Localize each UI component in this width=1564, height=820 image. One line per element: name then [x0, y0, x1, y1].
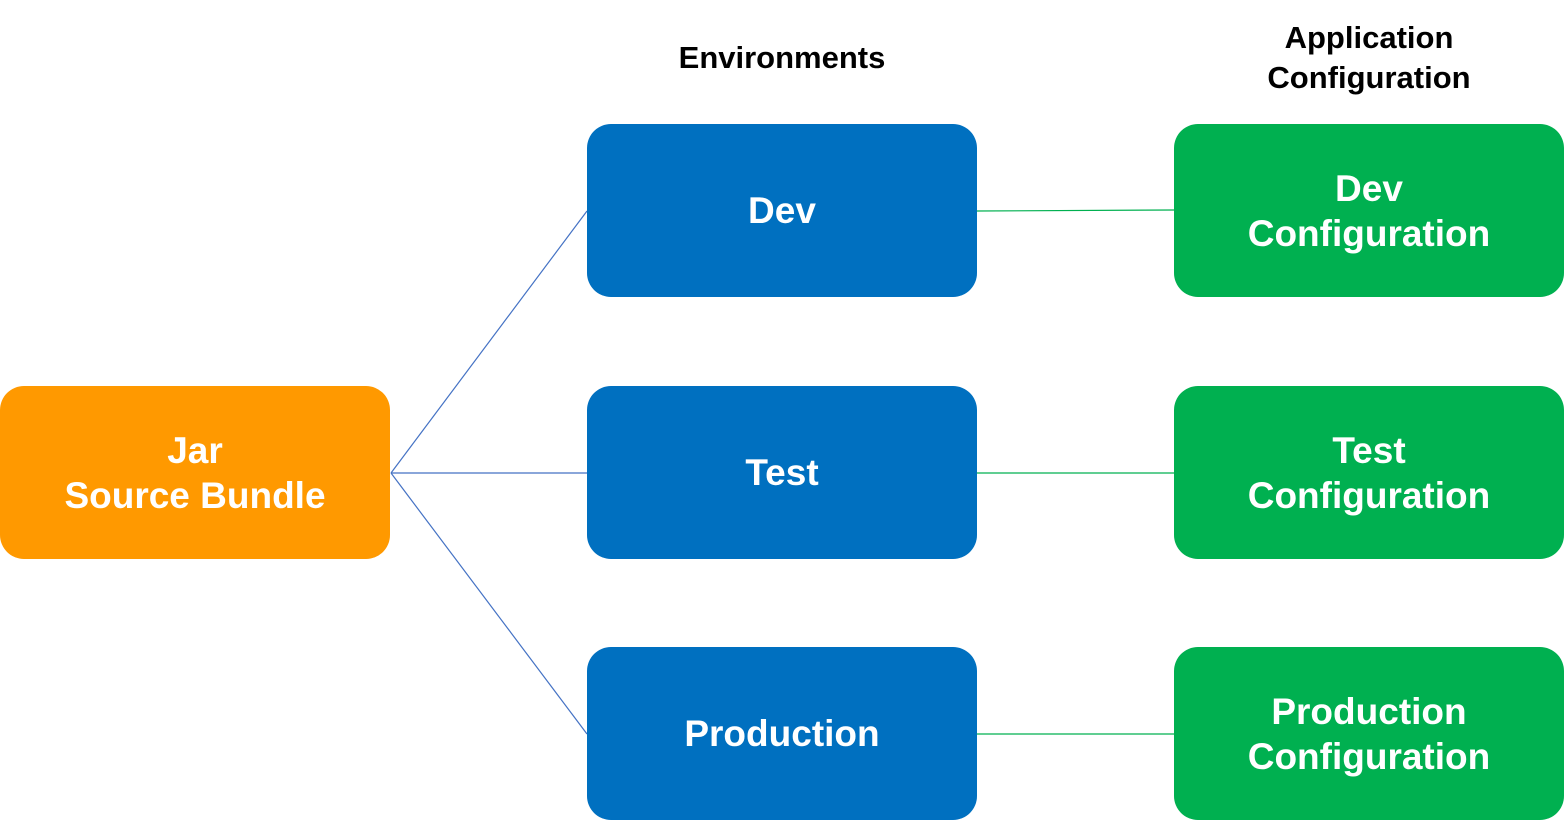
connector-dev-to-dev-configuration: [976, 209, 1175, 212]
application-configuration-header-line2: Configuration: [1267, 60, 1471, 95]
production-configuration-line2: Configuration: [1247, 735, 1491, 777]
dev-environment-label: Dev: [748, 190, 816, 231]
test-configuration-line1: Test: [1332, 429, 1406, 471]
application-configuration-header-line1: Application: [1284, 20, 1454, 55]
test-environment-label: Test: [745, 452, 819, 493]
test-configuration-line2: Configuration: [1247, 474, 1491, 516]
connector-jar-to-dev: [390, 210, 588, 474]
production-environment-node: Production: [587, 647, 977, 820]
connector-jar-to-production: [390, 472, 588, 735]
application-configuration-header: Application Configuration: [1174, 18, 1564, 98]
dev-environment-node: Dev: [587, 124, 977, 297]
jar-source-bundle-node: Jar Source Bundle: [0, 386, 390, 559]
production-environment-label: Production: [684, 713, 880, 754]
jar-node-line1: Jar: [167, 429, 223, 471]
dev-configuration-line2: Configuration: [1247, 212, 1491, 254]
dev-configuration-line1: Dev: [1335, 167, 1403, 209]
test-environment-node: Test: [587, 386, 977, 559]
dev-configuration-node: Dev Configuration: [1174, 124, 1564, 297]
environments-header-label: Environments: [678, 40, 886, 75]
production-configuration-node: Production Configuration: [1174, 647, 1564, 820]
production-configuration-line1: Production: [1271, 690, 1467, 732]
test-configuration-node: Test Configuration: [1174, 386, 1564, 559]
environments-header: Environments: [587, 38, 977, 78]
jar-node-line2: Source Bundle: [64, 474, 326, 516]
